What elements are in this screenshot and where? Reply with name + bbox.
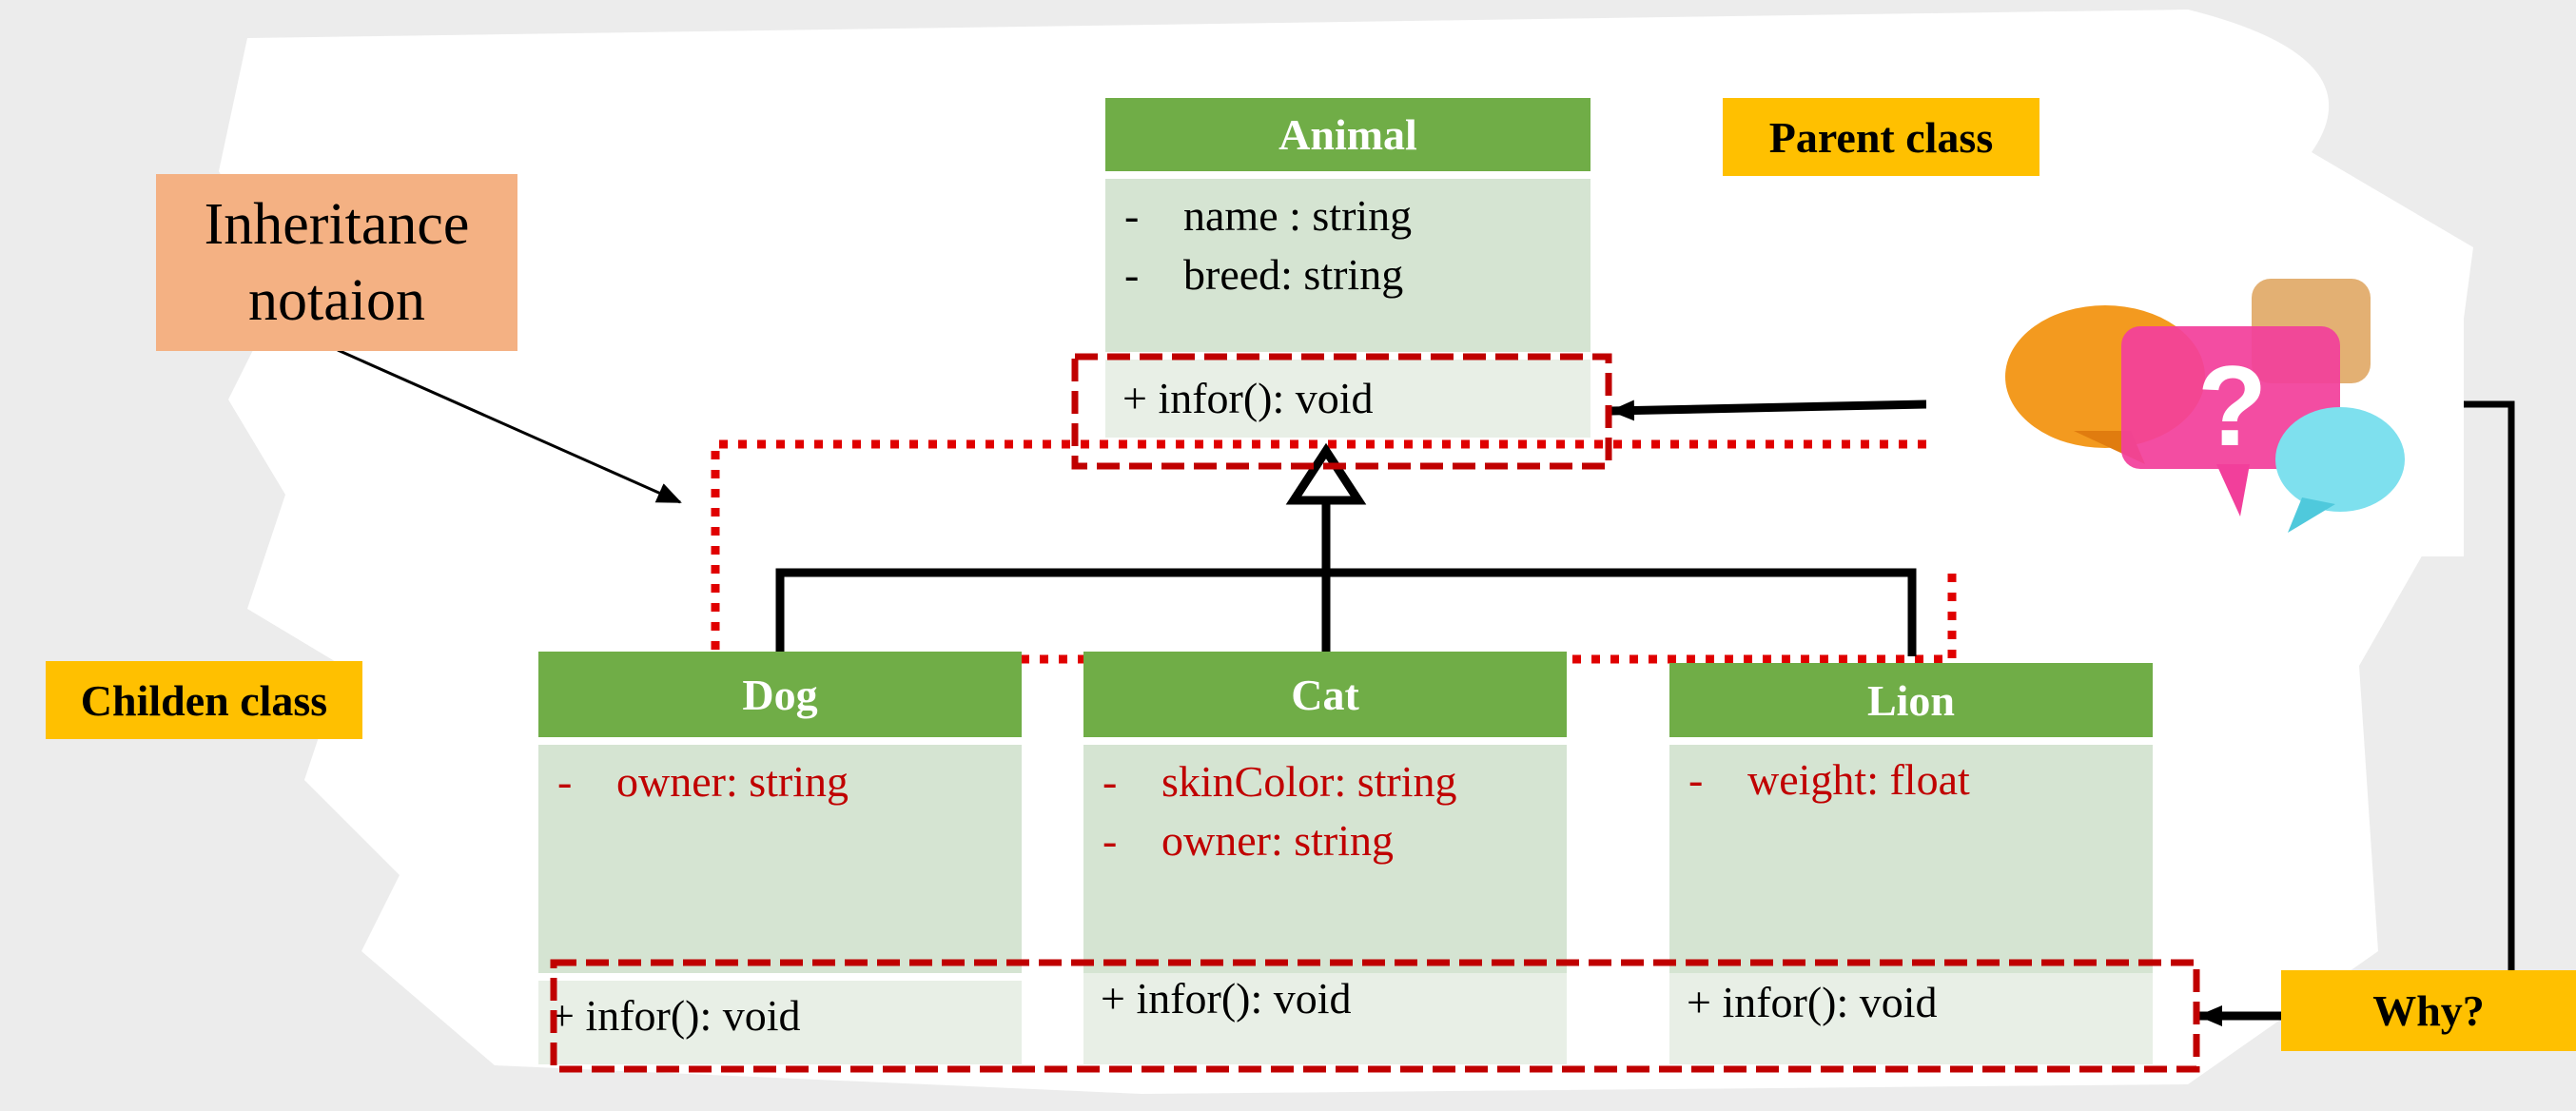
lion-attr-weight: -weight: float bbox=[1688, 755, 1970, 804]
why-label: Why? bbox=[2281, 970, 2576, 1051]
animal-method: + infor(): void bbox=[1105, 360, 1590, 438]
lion-attributes: -weight: float bbox=[1669, 745, 2153, 973]
animal-attr-breed: -breed: string bbox=[1124, 250, 1404, 299]
cat-class-name: Cat bbox=[1083, 652, 1567, 737]
inheritance-note-line1: Inheritance bbox=[204, 192, 470, 257]
note-pointer-arrow bbox=[337, 348, 682, 504]
inheritance-triangle bbox=[1285, 442, 1367, 505]
question-graphic: ? bbox=[1926, 255, 2464, 556]
inheritance-note: Inheritance notaion bbox=[156, 174, 517, 351]
animal-attr-name: -name : string bbox=[1124, 191, 1413, 240]
inheritance-note-line2: notaion bbox=[248, 268, 425, 333]
cat-attributes: -skinColor: string -owner: string bbox=[1083, 745, 1567, 973]
lion-class-name: Lion bbox=[1669, 663, 2153, 737]
animal-class-name: Animal bbox=[1105, 98, 1590, 171]
speech-bubbles-icon: ? bbox=[2005, 279, 2405, 533]
cat-attr-skincolor: -skinColor: string bbox=[1103, 757, 1457, 806]
dog-attributes: -owner: string bbox=[538, 745, 1022, 973]
dog-method-text: + infor(): void bbox=[550, 991, 801, 1040]
dog-class-name: Dog bbox=[538, 652, 1022, 737]
lion-method: + infor(): void bbox=[1669, 973, 2153, 1064]
animal-method-text: + infor(): void bbox=[1122, 374, 1374, 422]
parent-method-arrow bbox=[1610, 400, 1927, 421]
parent-class-label: Parent class bbox=[1723, 98, 2039, 176]
dog-attr-owner: -owner: string bbox=[557, 757, 849, 806]
question-mark: ? bbox=[2197, 342, 2267, 470]
cat-method-text: + infor(): void bbox=[1101, 974, 1352, 1023]
cat-attr-owner: -owner: string bbox=[1103, 816, 1395, 865]
animal-attributes: -name : string -breed: string bbox=[1105, 179, 1590, 352]
lion-method-text: + infor(): void bbox=[1687, 978, 1938, 1026]
why-connector bbox=[2464, 400, 2515, 970]
dog-method: + infor(): void bbox=[538, 981, 1022, 1064]
inheritance-branch bbox=[775, 568, 1917, 656]
cat-method: + infor(): void bbox=[1083, 973, 1567, 1064]
children-class-label: Childen class bbox=[46, 661, 362, 739]
